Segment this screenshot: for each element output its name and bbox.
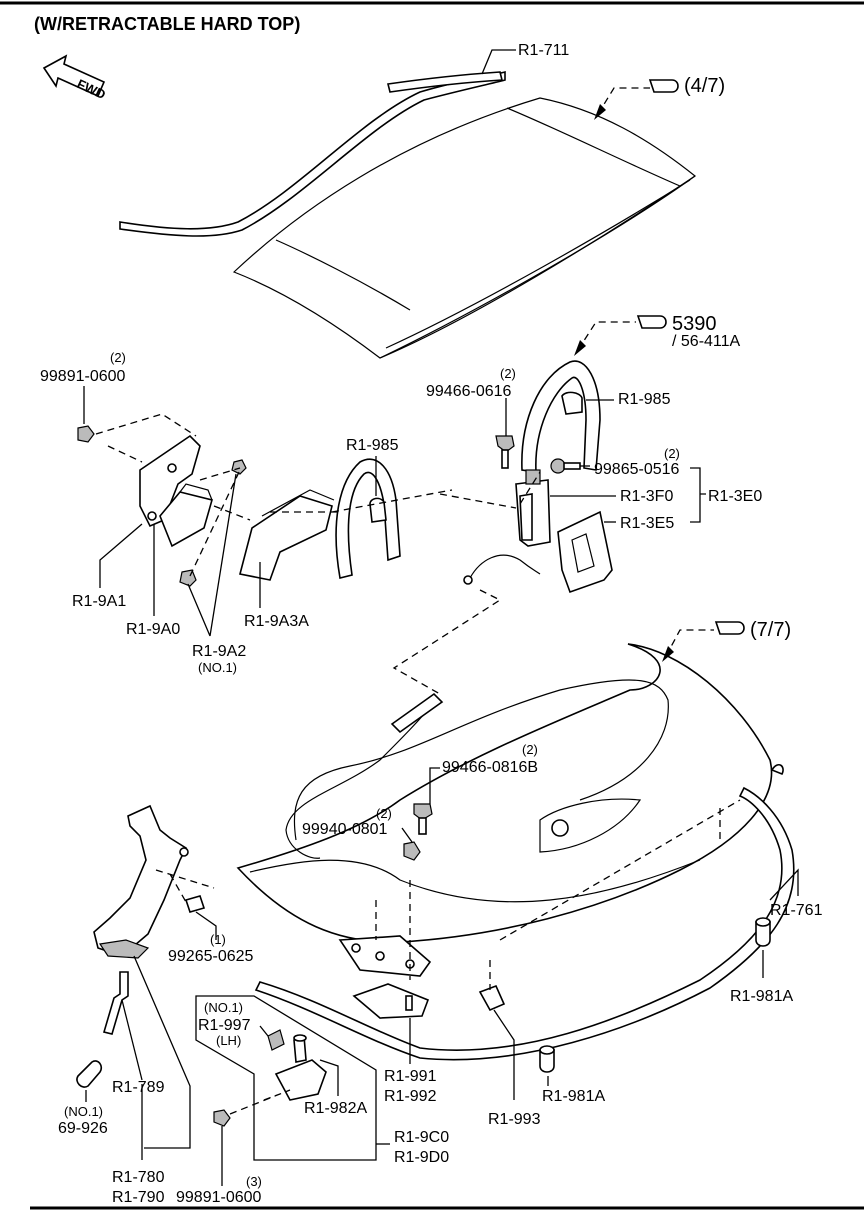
ref-56-411a-text: / 56-411A [672,333,741,350]
weatherstrip-r1-761 [254,786,795,1061]
screw-99865-0516 [550,458,581,474]
label-r1-997-no1: (NO.1) [204,1000,243,1015]
label-r1-9a0: R1-9A0 [126,621,180,638]
bracket-r1-9a3a [239,489,335,581]
qty-99466-0616: (2) [500,366,516,381]
label-r1-790: R1-790 [112,1189,165,1206]
weatherstrip-r1-711 [119,70,506,237]
nut-r1-9a2-lower [179,569,197,587]
trim-cover-r1-3e5 [557,510,613,594]
latch-r1-991 [338,935,432,977]
qty-99265: (1) [210,932,226,947]
clip-r1-997 [267,1029,285,1051]
label-99865-0516: 99865-0516 [594,461,680,478]
cable-end [463,575,473,585]
group-box-r1-9c0 [195,995,377,1161]
label-r1-9c0: R1-9C0 [394,1129,449,1146]
nut-99940-0801 [403,841,421,861]
fwd-arrow-icon: FWD [42,54,108,102]
assembly-lines-lower [155,799,741,1115]
label-69-926-no1: (NO.1) [64,1104,103,1119]
roll-hoop-right [521,360,601,473]
bolt-99466-0816b [413,803,433,835]
leader-lines [83,49,799,1186]
release-cable [469,554,541,579]
label-r1-9a1: R1-9A1 [72,593,126,610]
label-r1-9a2-no1: (NO.1) [198,660,237,675]
label-r1-997-lh: (LH) [216,1033,241,1048]
label-r1-9d0: R1-9D0 [394,1149,449,1166]
pointing-hand-icon [636,315,667,329]
bumper-r1-981a-upper [755,917,771,947]
label-r1-711: R1-711 [518,42,569,59]
label-r1-789: R1-789 [112,1079,165,1096]
ref-7-7-text: (7/7) [750,619,791,641]
qty-99466-0816: (2) [522,742,538,757]
cable-connector [390,692,444,734]
bumper-r1-981a-lower [539,1045,555,1073]
trunk-cable [285,699,437,859]
assembly-lines-upper [95,413,541,695]
roof-panel [232,97,696,359]
label-r1-985-left: R1-985 [346,437,399,454]
label-r1-9a3a: R1-9A3A [244,613,309,630]
label-r1-981a-lower: R1-981A [542,1088,605,1105]
label-r1-985-right: R1-985 [618,391,671,408]
label-r1-993: R1-993 [488,1111,541,1128]
lock-assembly-r1-3f0 [515,469,551,547]
actuator-r1-9a0 [159,483,213,548]
hinge-arm-r1-780 [93,804,189,959]
bolt-99466-0616 [495,435,515,469]
trunk-lid [236,643,784,943]
label-r1-9a2: R1-9A2 [192,643,246,660]
label-r1-997: R1-997 [198,1017,251,1034]
pointing-hand-icon [714,621,745,635]
ref-7-7: (7/7) [662,619,791,662]
diagram-title: (W/RETRACTABLE HARD TOP) [34,14,300,34]
label-r1-761: R1-761 [770,902,823,919]
fwd-label: FWD [75,76,108,102]
cable-r1-789 [76,971,129,1088]
ref-4-7: (4/7) [594,75,725,120]
qty-99891-bottom: (3) [246,1174,262,1189]
ref-5390-text: 5390 [672,313,717,335]
label-99891-0600-top: 99891-0600 [40,368,126,385]
ref-4-7-text: (4/7) [684,75,725,97]
bracket-r1-9a1 [139,434,201,528]
qty-99891-top: (2) [110,350,126,365]
nut-r1-9a2-upper [231,459,247,475]
label-r1-991: R1-991 [384,1068,437,1085]
label-99940-0801: 99940-0801 [302,821,388,838]
label-r1-992: R1-992 [384,1088,437,1105]
screw-99265-0625 [184,895,206,913]
label-99891-0600-bottom: 99891-0600 [176,1189,262,1206]
qty-99940: (2) [376,806,392,821]
ref-5390: 5390 / 56-411A [574,313,741,356]
label-r1-3e5: R1-3E5 [620,515,674,532]
pointing-hand-icon [648,79,679,93]
label-r1-3e0: R1-3E0 [708,488,762,505]
latch-plate-r1-992 [352,983,430,1019]
label-r1-780: R1-780 [112,1169,165,1186]
roll-hoop-left [335,458,401,579]
label-r1-981a-upper: R1-981A [730,988,793,1005]
nut-99891-0600-top [77,425,95,443]
nut-99891-0600-bottom [213,1109,231,1127]
label-99466-0616: 99466-0616 [426,383,512,400]
qty-99865: (2) [664,446,680,461]
label-99466-0816b: 99466-0816B [442,759,538,776]
bumper-r1-993 [478,984,506,1012]
label-r1-982a: R1-982A [304,1100,367,1117]
label-99265-0625: 99265-0625 [168,948,254,965]
label-r1-3f0: R1-3F0 [620,488,673,505]
label-69-926: 69-926 [58,1120,108,1137]
